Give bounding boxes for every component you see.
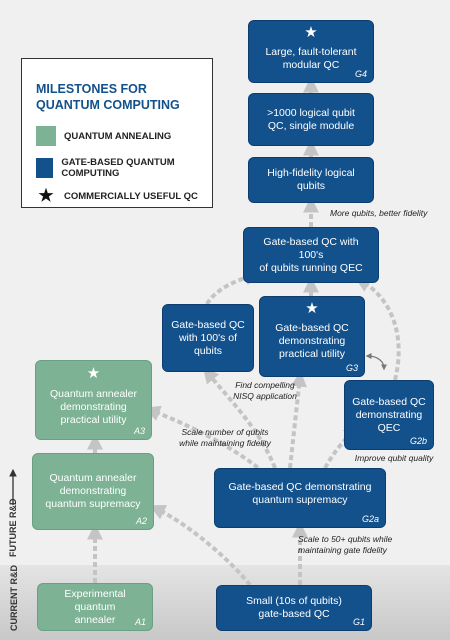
- milestone-line: Quantum annealer: [49, 472, 137, 484]
- milestone-line: Quantum annealer: [50, 387, 137, 400]
- milestone-line: Gate-based QC demonstrating: [228, 481, 372, 493]
- legend-item-commercial: ★ COMMERCIALLY USEFUL QC: [36, 186, 198, 206]
- milestone-line: with 100's of: [178, 331, 238, 344]
- arrow-g2a-to-g2b: [323, 423, 360, 469]
- milestone-line: Gate-based QC with 100's: [263, 235, 359, 261]
- arrow-g3-g2b: [365, 353, 387, 371]
- blue-swatch: [36, 158, 54, 178]
- note-line: Find compelling: [235, 380, 295, 390]
- milestone-tag: A1: [134, 617, 146, 627]
- note-line: while maintaining fidelity: [179, 438, 271, 448]
- milestone-g3: ★ Gate-based QC demonstrating practical …: [259, 296, 365, 377]
- milestone-line: Gate-based QC: [275, 322, 349, 334]
- arrow-g2a-to-g3: [288, 370, 307, 469]
- star-icon: ★: [86, 365, 101, 382]
- milestone-a3: ★ Quantum annealer demonstrating practic…: [35, 360, 152, 440]
- legend-item-label: GATE-BASED QUANTUM COMPUTING: [61, 157, 175, 179]
- milestone-line: gate-based QC: [258, 608, 330, 620]
- milestone-line: High-fidelity logical qubits: [267, 167, 355, 192]
- milestone-line: Small (10s of qubits): [246, 595, 342, 607]
- legend: MILESTONES FOR QUANTUM COMPUTING QUANTUM…: [21, 58, 213, 208]
- milestone-line: >1000 logical qubit: [267, 106, 355, 119]
- arrow-g2b-to-qec100: [354, 276, 401, 381]
- milestone-g1: Small (10s of qubits) gate-based QC G1: [216, 585, 372, 631]
- milestone-line: qubits: [193, 344, 222, 357]
- note-scale-fidelity: Scale number of qubits while maintaining…: [160, 427, 290, 449]
- note-line: maintaining gate fidelity: [298, 545, 387, 555]
- milestone-line: quantum supremacy: [252, 494, 348, 506]
- milestone-g4: ★ Large, fault-tolerant modular QC G4: [248, 20, 374, 83]
- milestone-line: QEC: [377, 421, 401, 434]
- milestone-line: practical utility: [60, 413, 127, 426]
- note-improve-quality: Improve qubit quality: [354, 453, 434, 463]
- milestone-tag: A2: [135, 516, 147, 526]
- star-icon: ★: [305, 300, 319, 317]
- milestone-tag: G3: [345, 363, 358, 373]
- milestone-high-fidelity: High-fidelity logical qubits: [248, 157, 374, 203]
- milestone-qc-100: Gate-based QC with 100's of qubits: [162, 304, 254, 372]
- milestone-line: demonstrating: [355, 408, 423, 421]
- note-more-qubits: More qubits, better fidelity: [330, 208, 428, 218]
- star-icon: ★: [38, 186, 54, 205]
- milestone-line: demonstrating: [59, 485, 127, 497]
- milestone-line: Gate-based QC: [171, 318, 245, 331]
- legend-title: MILESTONES FOR QUANTUM COMPUTING: [36, 81, 180, 113]
- milestone-a1: Experimental quantum annealer A1: [37, 583, 153, 631]
- milestone-line: quantum supremacy: [45, 498, 141, 510]
- note-scale-50: Scale to 50+ qubits while maintaining ga…: [298, 534, 418, 556]
- milestone-g2b: Gate-based QC demonstrating QEC G2b: [344, 380, 434, 450]
- star-icon: ★: [304, 24, 318, 41]
- milestone-line: modular QC: [282, 58, 340, 71]
- note-line: Scale number of qubits: [181, 427, 269, 437]
- milestone-line: of qubits running QEC: [259, 261, 363, 274]
- milestone-1000-logical: >1000 logical qubit QC, single module: [248, 93, 374, 146]
- milestone-line: Gate-based QC: [352, 395, 426, 408]
- legend-item-gate-based: GATE-BASED QUANTUM COMPUTING: [36, 157, 212, 179]
- note-line: NISQ application: [233, 391, 297, 401]
- milestone-line: demonstrating: [278, 335, 346, 347]
- arrow-g2a-to-qc100: [202, 367, 277, 469]
- milestone-qec-100: Gate-based QC with 100's of qubits runni…: [243, 227, 379, 283]
- milestone-line: QC, single module: [267, 119, 355, 132]
- milestone-a2: Quantum annealer demonstrating quantum s…: [32, 453, 154, 530]
- current-rd-label: CURRENT R&D: [9, 565, 19, 631]
- legend-title-line2: QUANTUM COMPUTING: [36, 98, 180, 112]
- legend-title-line1: MILESTONES FOR: [36, 82, 147, 96]
- future-rd-label: FUTURE R&D: [8, 498, 18, 558]
- legend-item-label: QUANTUM ANNEALING: [64, 130, 172, 142]
- milestone-line: demonstrating: [60, 400, 127, 413]
- legend-item-annealing: QUANTUM ANNEALING: [36, 126, 171, 146]
- milestone-g2a: Gate-based QC demonstrating quantum supr…: [214, 468, 386, 528]
- milestone-line: Large, fault-tolerant: [265, 45, 357, 58]
- milestone-line: Experimental quantum: [64, 587, 126, 613]
- note-nisq: Find compelling NISQ application: [220, 380, 310, 402]
- milestone-tag: G2b: [409, 436, 427, 446]
- note-line: Scale to 50+ qubits while: [298, 534, 393, 544]
- arrow-g1-to-a2: [149, 505, 252, 587]
- legend-item-label: COMMERCIALLY USEFUL QC: [64, 190, 198, 202]
- milestone-line: practical utility: [279, 348, 345, 360]
- milestone-tag: G2a: [361, 514, 379, 524]
- milestone-tag: G4: [354, 69, 367, 79]
- milestone-tag: A3: [133, 426, 145, 436]
- milestone-tag: G1: [352, 617, 365, 627]
- arrow-g2a-to-a3: [144, 405, 272, 480]
- green-swatch: [36, 126, 56, 146]
- milestone-line: annealer: [74, 613, 116, 626]
